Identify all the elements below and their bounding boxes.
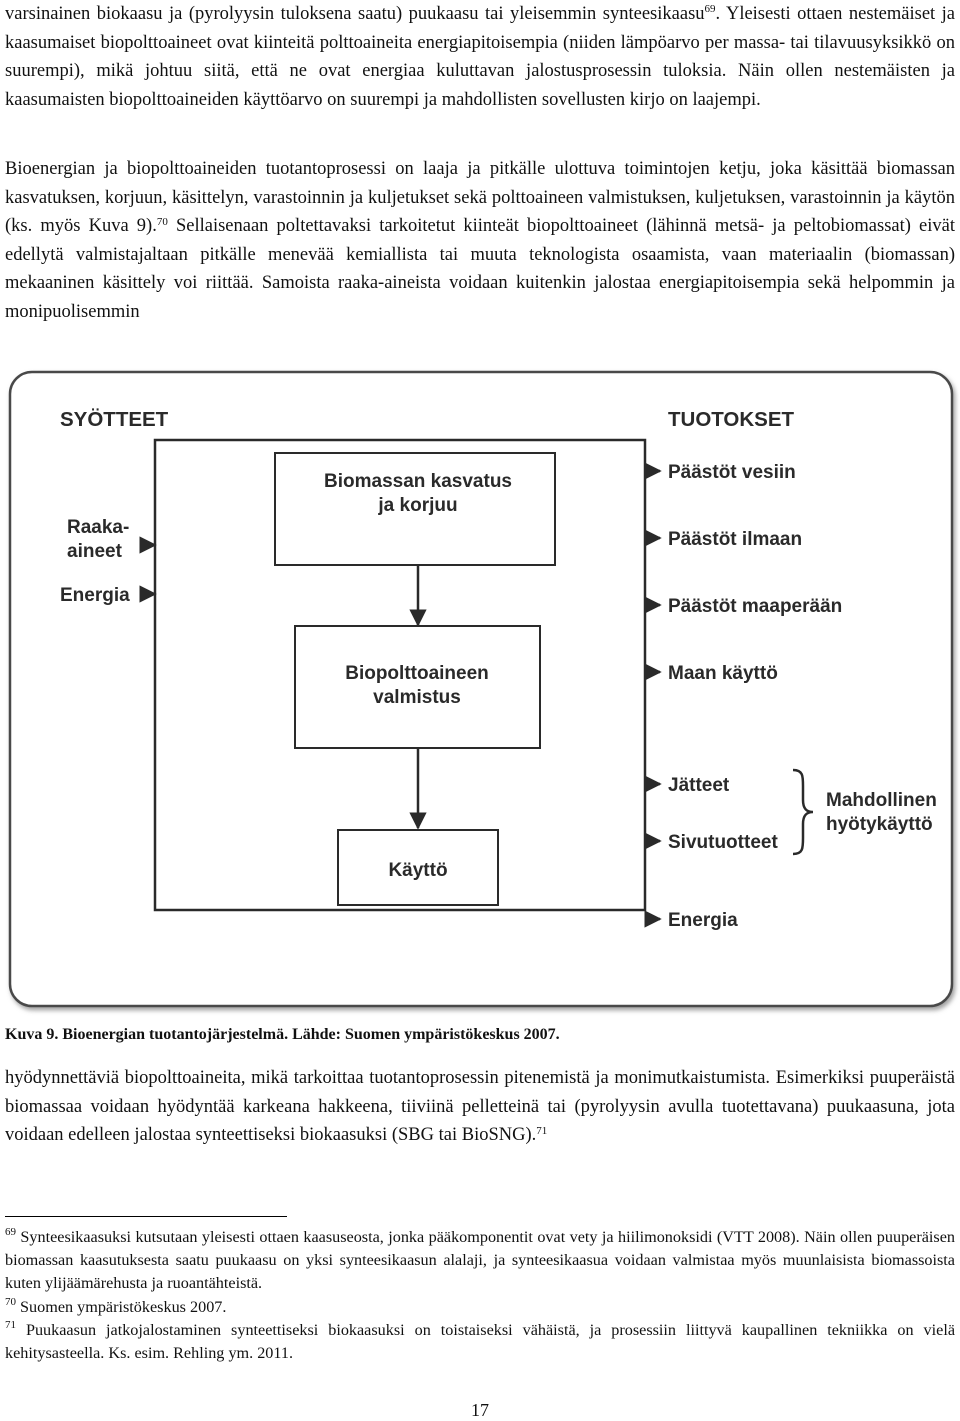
output-waste: Jätteet (668, 775, 730, 796)
paragraph-2-text-b: Sellaisenaan poltettavaksi tarkoitetut k… (5, 216, 955, 322)
footnote-69-number: 69 (5, 1226, 16, 1239)
inputs-heading: SYÖTTEET (60, 408, 169, 431)
paragraph-3-text: hyödynnettäviä biopolttoaineita, mikä ta… (5, 1068, 955, 1146)
input-raw-materials-line2: aineet (67, 541, 123, 562)
output-land-use: Maan käyttö (668, 663, 778, 684)
footnote-70-number: 70 (5, 1296, 16, 1309)
process-box-2-line1: Biopolttoaineen (345, 663, 489, 684)
paragraph-1: varsinainen biokaasu ja (pyrolyysin tulo… (5, 0, 955, 114)
footnote-71-text: Puukaasun jatkojalostaminen synteettisek… (5, 1320, 955, 1363)
figure-caption: Kuva 9. Bioenergian tuotantojärjestelmä.… (5, 1026, 560, 1043)
process-box-biomass-cultivation (274, 452, 556, 566)
process-box-3-label: Käyttö (388, 860, 447, 881)
curly-bracket (792, 768, 814, 856)
footnotes: 69 Synteesikaasuksi kutsutaan yleisesti … (5, 1226, 955, 1365)
output-soil-emissions: Päästöt maaperään (668, 596, 842, 617)
footnote-ref-71[interactable]: 71 (536, 1124, 548, 1137)
paragraph-2: Bioenergian ja biopolttoaineiden tuotant… (5, 155, 955, 327)
footnote-71-number: 71 (5, 1319, 16, 1332)
process-box-1-line1: Biomassan kasvatus (324, 471, 512, 492)
process-box-2-line2: valmistus (373, 687, 461, 708)
footnote-71: 71 Puukaasun jatkojalostaminen synteetti… (5, 1319, 955, 1365)
output-by-products: Sivutuotteet (668, 832, 778, 853)
output-energy: Energia (668, 910, 738, 931)
paragraph-3: hyödynnettäviä biopolttoaineita, mikä ta… (5, 1064, 955, 1150)
outputs-heading: TUOTOKSET (668, 408, 795, 431)
footnote-70: 70 Suomen ympäristökeskus 2007. (5, 1296, 955, 1319)
footnote-separator (5, 1216, 287, 1217)
input-energy: Energia (60, 585, 130, 606)
footnote-69-text: Synteesikaasuksi kutsutaan yleisesti ott… (5, 1228, 955, 1293)
input-raw-materials-line1: Raaka- (67, 517, 129, 538)
bioenergy-production-diagram: SYÖTTEET TUOTOKSET Raaka- aineet Energia… (8, 370, 954, 1008)
page-number: 17 (471, 1400, 489, 1420)
paragraph-2-text-a: Bioenergian ja biopolttoaineiden tuotant… (5, 159, 955, 237)
footnote-ref-69[interactable]: 69 (704, 3, 716, 16)
bracket-label-line1: Mahdollinen (826, 790, 937, 811)
output-air-emissions: Päästöt ilmaan (668, 529, 802, 550)
paragraph-1-text-a: varsinainen biokaasu ja (pyrolyysin tulo… (5, 4, 705, 24)
output-water-emissions: Päästöt vesiin (668, 462, 796, 483)
paragraph-1-text-b: . Yleisesti ottaen nestemäiset ja kaasum… (5, 4, 955, 110)
footnote-69: 69 Synteesikaasuksi kutsutaan yleisesti … (5, 1226, 955, 1296)
bracket-label-line2: hyötykäyttö (826, 814, 933, 835)
footnote-70-text: Suomen ympäristökeskus 2007. (16, 1297, 227, 1316)
process-box-biofuel-production (294, 625, 541, 749)
process-box-usage (337, 829, 499, 906)
process-box-1-line2: ja korjuu (377, 495, 457, 516)
footnote-ref-70[interactable]: 70 (156, 215, 168, 228)
